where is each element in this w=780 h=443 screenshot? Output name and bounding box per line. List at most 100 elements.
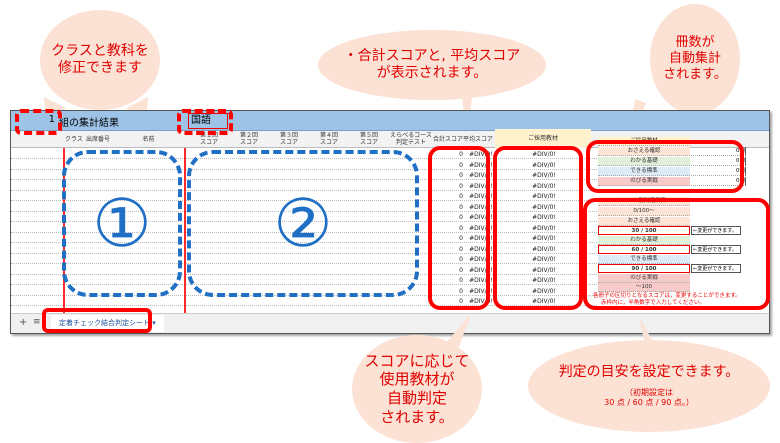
total-score-cell: 0 [459, 161, 463, 169]
average-score-cell: #DIV/0! [469, 277, 493, 284]
class-number-cell[interactable]: 1 [48, 114, 55, 125]
summary-item: おさえる確認 [598, 147, 690, 156]
criteria-label: できる標準 [598, 254, 690, 264]
total-score-cell: 0 [459, 151, 463, 158]
sheet-tabs-bar: + ≡ 定着チェック結合判定シート ▾ [11, 313, 769, 333]
total-score-cell: 0 [459, 182, 463, 190]
h: 判定テスト [395, 139, 426, 146]
callout-line: 冊数が [675, 34, 715, 50]
header-average: 平均スコア [463, 136, 494, 143]
criteria-input[interactable]: 60 / 100 [598, 245, 690, 254]
criteria-footnote: 各冊子の区切りとなるスコアは，変更することができます。 赤枠内に，半角数字で入力… [593, 293, 741, 307]
callout-line: が表示されます。 [376, 65, 488, 81]
average-score-cell: #DIV/0! [469, 172, 493, 179]
callout-count: 冊数が 自動集計 されます。 [650, 4, 740, 114]
material-cell: #DIV/0! [532, 182, 556, 190]
sheet-tab[interactable]: 定着チェック結合判定シート ▾ [51, 315, 164, 332]
callout-sub: 30 点 / 60 点 / 90 点。） [604, 397, 694, 407]
area-1-marker: ① [62, 150, 182, 297]
h: 第４回 [319, 132, 338, 139]
add-sheet-button[interactable]: + [19, 317, 28, 328]
h: 第３回 [279, 132, 298, 139]
header-student-no: 出席番号 [85, 136, 110, 143]
table-row[interactable]: 0#DIV/0!#DIV/0! [11, 244, 597, 254]
header-name: 名前 [142, 136, 155, 143]
criteria-input[interactable]: 30 / 100 [598, 226, 690, 235]
subject-cell[interactable]: 国語 [188, 113, 228, 129]
table-row[interactable]: 0 #DIV/0! #DIV/0! [11, 191, 597, 201]
total-score-cell: 0 [459, 245, 463, 253]
average-score-cell: #DIV/0! [469, 193, 493, 200]
area-2-marker: ② [187, 150, 419, 297]
callout-scores: ・合計スコアと, 平均スコア が表示されます。 [318, 30, 546, 100]
h: えらべるコース [390, 132, 432, 139]
criteria-label: わかる基礎 [598, 235, 690, 245]
callout-criteria: 判定の目安を設定できます。 （初期設定は 30 点 / 60 点 / 90 点。… [528, 340, 770, 432]
header-row: クラス 出席番号 名前 第１回スコア 第２回スコア 第３回スコア 第４回スコア … [11, 129, 769, 148]
material-cell: #DIV/0! [532, 193, 556, 200]
header-score5: 第５回スコア [349, 132, 389, 146]
material-cell: #DIV/0! [532, 298, 556, 305]
input-area-border [184, 148, 186, 313]
total-score-cell: 0 [459, 214, 463, 221]
summary-item: できる標準 [598, 167, 690, 176]
criteria-note: ←変更ができます。 [691, 245, 741, 254]
table-row[interactable]: 0#DIV/0!#DIV/0! [11, 160, 597, 170]
callout-line: 修正できます [58, 60, 142, 76]
material-cell: #DIV/0! [532, 256, 556, 263]
header-score4: 第４回スコア [309, 132, 349, 146]
material-cell: #DIV/0! [532, 224, 556, 232]
header-class: クラス [65, 136, 83, 143]
material-cell: #DIV/0! [532, 214, 556, 221]
callout-line: 自動判定 [386, 389, 447, 407]
callout-line: スコアに応じて [364, 351, 470, 370]
material-cell: #DIV/0! [532, 151, 556, 158]
table-row[interactable]: 0#DIV/0!#DIV/0! [11, 233, 597, 243]
sheet-list-button[interactable]: ≡ [33, 317, 41, 327]
material-cell: #DIV/0! [532, 287, 556, 295]
table-row[interactable]: 0#DIV/0!#DIV/0! [11, 202, 597, 212]
material-cell: #DIV/0! [532, 266, 556, 274]
footnote-line: 赤枠内に，半角数字で入力してください。 [601, 300, 705, 306]
h: スコア [239, 139, 258, 146]
table-row[interactable]: 0#DIV/0!#DIV/0! [11, 275, 597, 285]
h: スコア [319, 139, 338, 146]
callout-line: ・合計スコアと, 平均スコア [343, 47, 521, 64]
h: スコア [279, 139, 298, 146]
total-score-cell: 0 [459, 287, 463, 295]
callout-line: されます。 [380, 407, 454, 426]
callout-line: クラスと教科を [51, 42, 149, 59]
header-course-test: えらべるコース判定テスト [389, 132, 433, 146]
table-row[interactable]: 0#DIV/0!#DIV/0! [11, 181, 597, 191]
sheet-tab-label: 定着チェック結合判定シート [59, 319, 150, 327]
criteria-note: ←変更ができます。 [691, 226, 741, 235]
average-score-cell: #DIV/0! [469, 235, 493, 242]
criteria-label: おさえる確認 [598, 216, 690, 226]
header-score1: 第１回スコア [189, 132, 229, 146]
table-row[interactable]: 0#DIV/0!#DIV/0! [11, 265, 597, 275]
highlight-subject [177, 109, 233, 135]
highlight-criteria [583, 198, 770, 310]
criteria-input[interactable]: 90 / 100 [598, 264, 690, 273]
table-row[interactable]: 0 #DIV/0! #DIV/0! [11, 212, 597, 222]
average-score-cell: #DIV/0! [469, 203, 493, 211]
total-score-cell: 0 [459, 277, 463, 284]
h: 第５回 [359, 132, 378, 139]
total-score-cell: 0 [459, 298, 463, 305]
material-cell: #DIV/0! [532, 245, 556, 253]
table-row[interactable]: 0#DIV/0!#DIV/0! [11, 223, 597, 233]
table-row[interactable]: 0#DIV/0!#DIV/0! [11, 170, 597, 180]
total-score-cell: 0 [459, 193, 463, 200]
footnote-line: 各冊子の区切りとなるスコアは，変更することができます。 [593, 293, 741, 299]
h: スコア [359, 139, 378, 146]
total-score-cell: 0 [459, 256, 463, 263]
table-row[interactable]: 0#DIV/0!#DIV/0! [11, 254, 597, 264]
sheet-title: 組の集計結果 [59, 118, 119, 129]
material-cell: #DIV/0! [532, 203, 556, 211]
highlight-sheet-tab [42, 308, 152, 333]
material-cell: #DIV/0! [532, 161, 556, 169]
h: 第２回 [239, 132, 258, 139]
criteria-label: 0/100～ [598, 207, 690, 216]
h: スコア [199, 139, 218, 146]
average-score-cell: #DIV/0! [469, 214, 493, 221]
